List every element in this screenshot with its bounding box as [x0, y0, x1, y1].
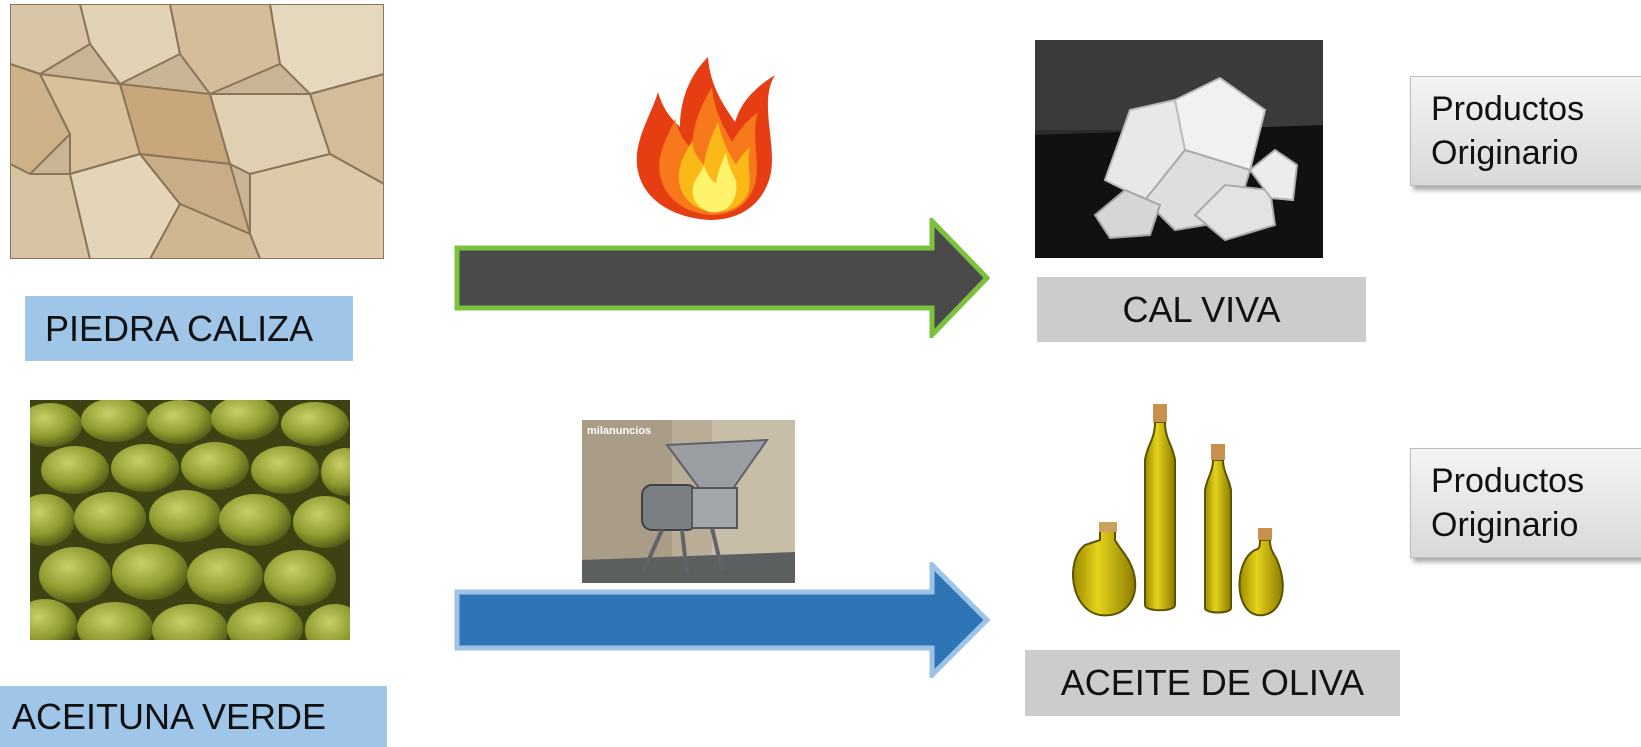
product-origin-line2: Originario: [1431, 134, 1579, 172]
machine-watermark: milanuncios: [587, 425, 651, 437]
grinder-machine-photo: milanuncios: [582, 420, 795, 583]
product-origin-line1: Productos: [1431, 90, 1585, 128]
product-origin-line2: Originario: [1431, 506, 1579, 544]
result-label-quicklime: CAL VIVA: [1037, 277, 1366, 342]
product-origin-box-2: Productos Originario: [1410, 448, 1641, 558]
source-label-olives: ACEITUNA VERDE: [0, 686, 387, 747]
result-label-olive-oil-text: ACEITE DE OLIVA: [1060, 662, 1365, 703]
oil-bottles-photo: [1065, 400, 1295, 625]
product-origin-box-1: Productos Originario: [1410, 76, 1641, 186]
flame-icon: [630, 57, 780, 222]
source-label-limestone: PIEDRA CALIZA: [25, 296, 353, 361]
quicklime-photo: [1035, 40, 1323, 258]
product-origin-line1: Productos: [1431, 462, 1585, 500]
process-arrow-heat: [454, 218, 990, 338]
source-label-limestone-text: PIEDRA CALIZA: [45, 307, 314, 349]
olives-photo: [30, 400, 350, 640]
process-arrow-grind: [454, 562, 990, 678]
result-label-quicklime-text: CAL VIVA: [1122, 288, 1281, 330]
limestone-photo: [10, 4, 384, 259]
result-label-olive-oil: ACEITE DE OLIVA: [1025, 650, 1400, 716]
source-label-olives-text: ACEITUNA VERDE: [12, 695, 327, 737]
